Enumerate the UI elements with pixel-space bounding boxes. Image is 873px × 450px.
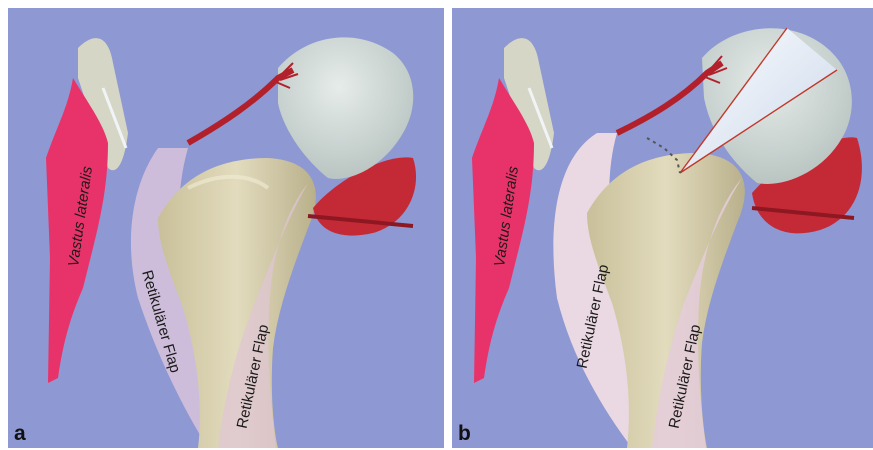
panel-b: Vastus lateralis Retikulärer Flap Retiku…	[452, 8, 873, 448]
illustration-b	[452, 8, 873, 448]
panel-letter-b: b	[458, 422, 471, 446]
panel-letter-a: a	[14, 422, 26, 446]
panel-a: Vastus lateralis Retikulärer Flap Retiku…	[8, 8, 444, 448]
